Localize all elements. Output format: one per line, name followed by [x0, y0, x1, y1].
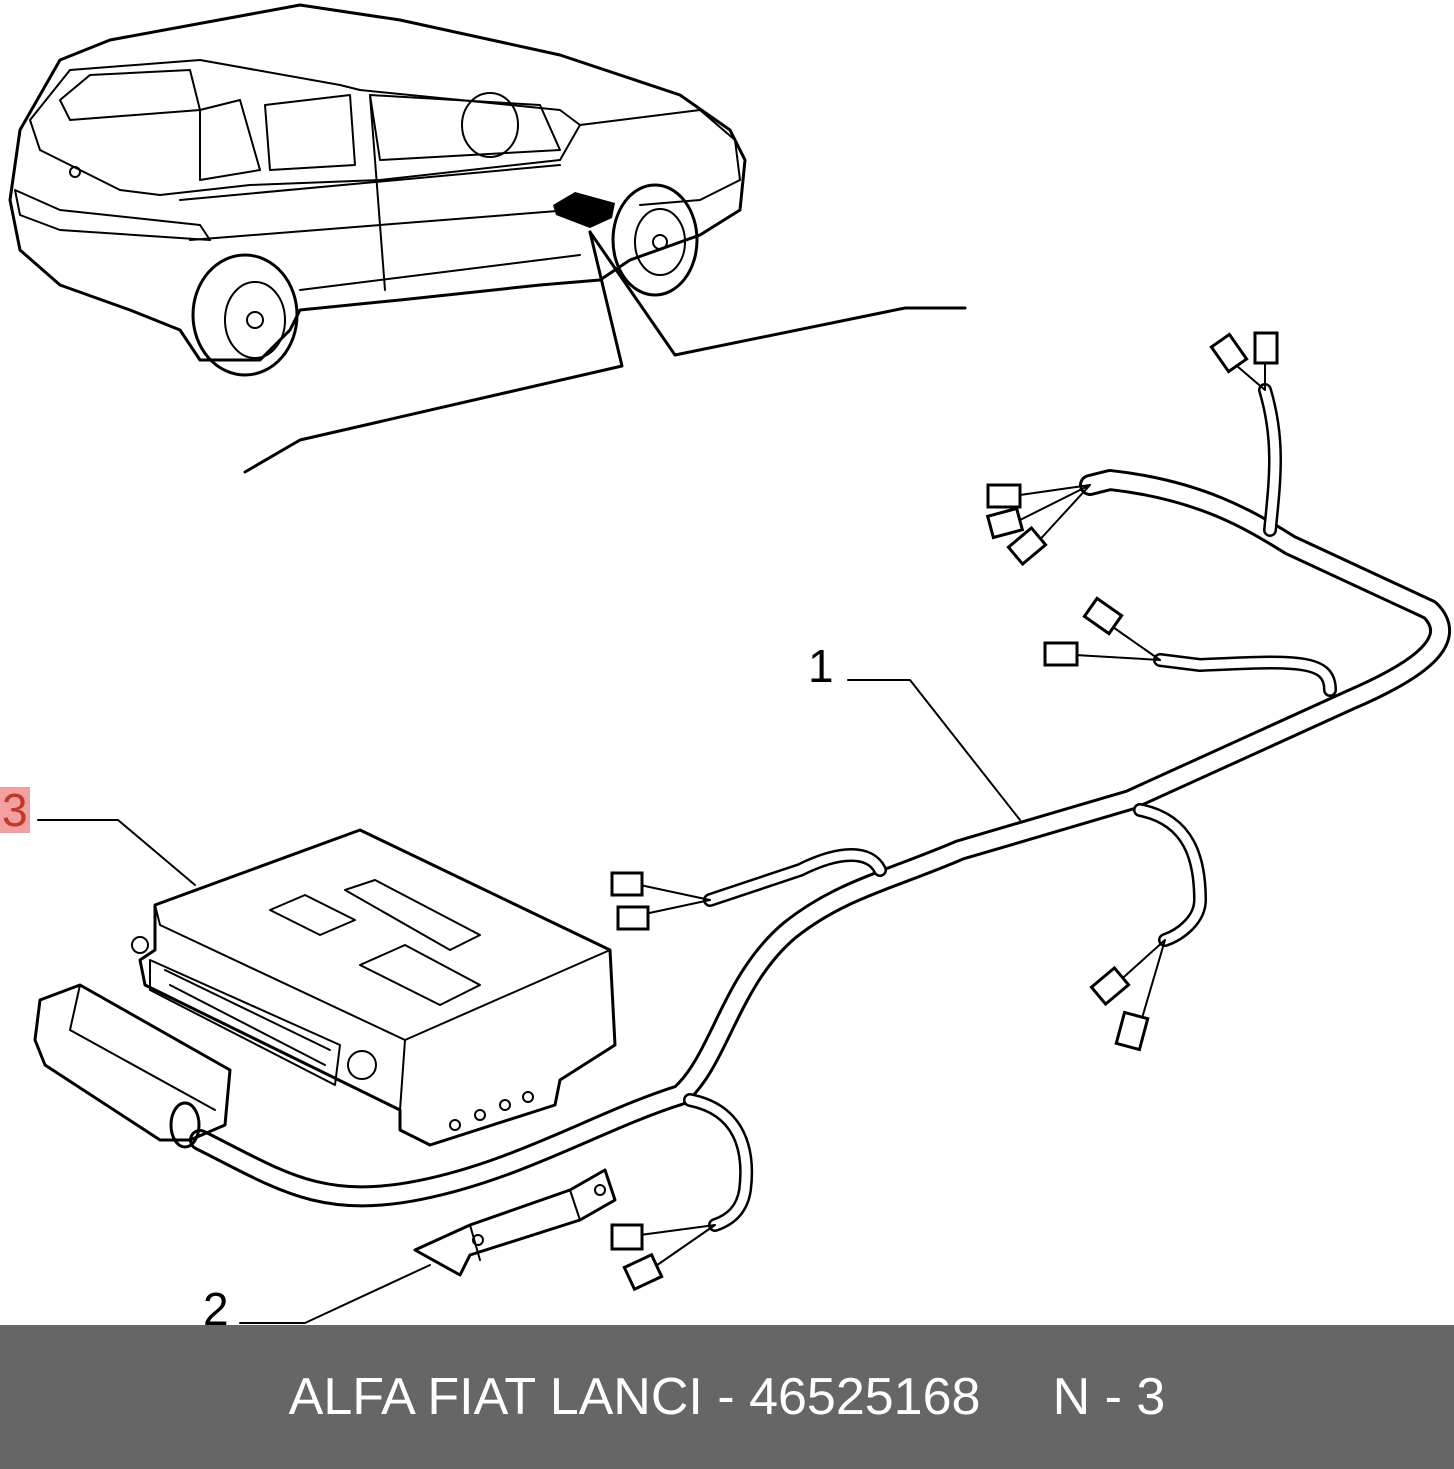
footer-part-number: ALFA FIAT LANCI - 46525168 N - 3	[288, 1368, 1166, 1426]
callout-2: 2	[203, 1283, 229, 1335]
location-pointer-lines	[243, 230, 967, 474]
callout-1: 1	[808, 640, 834, 692]
car-illustration	[8, 3, 747, 377]
footer-bar: ALFA FIAT LANCI - 46525168 N - 3	[0, 1325, 1454, 1469]
ecu-module	[131, 828, 617, 1147]
mounting-bracket	[413, 1168, 617, 1277]
callout-leader-lines	[37, 679, 1021, 1324]
parts-diagram	[8, 3, 1451, 1324]
callout-3-highlighted: 3	[0, 784, 30, 836]
wiring-harness	[189, 331, 1451, 1292]
harness-plug	[33, 983, 232, 1149]
